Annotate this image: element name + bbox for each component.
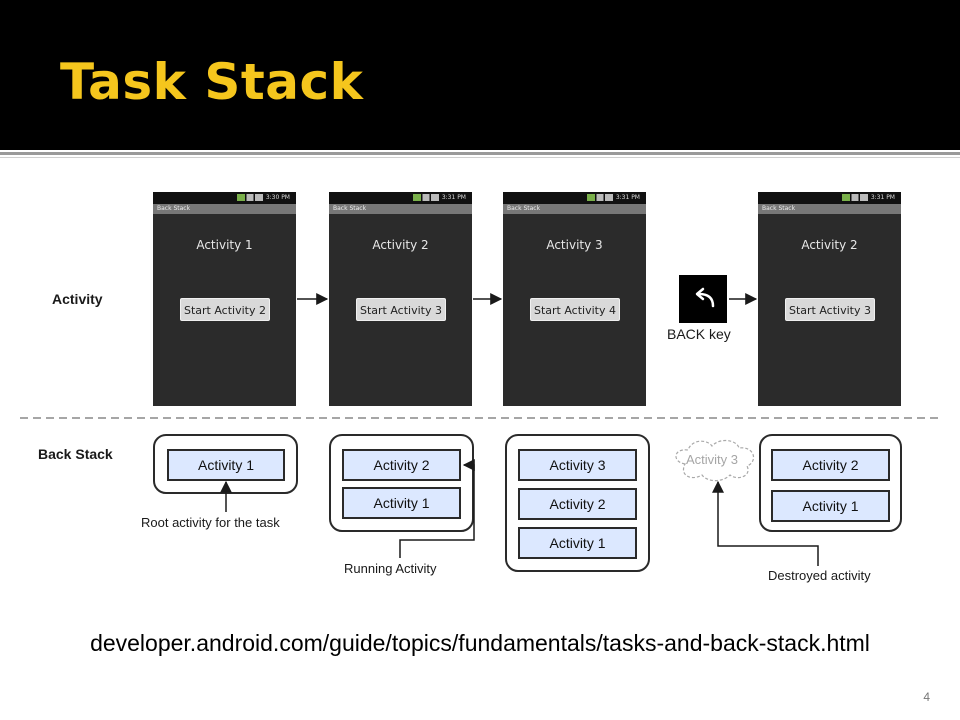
app-title-bar: Back Stack (329, 204, 472, 214)
back-stack-frame-2: Activity 2 Activity 1 (329, 434, 474, 532)
status-bar: 3:31 PM (758, 192, 901, 204)
back-stack-frame-3: Activity 3 Activity 2 Activity 1 (505, 434, 650, 572)
annotation-destroyed-activity: Destroyed activity (768, 568, 871, 583)
status-icons (412, 194, 439, 201)
annotation-root-activity: Root activity for the task (141, 515, 280, 530)
status-time: 3:31 PM (870, 194, 895, 201)
status-time: 3:30 PM (265, 194, 290, 201)
stack-item: Activity 3 (518, 449, 637, 481)
title-divider-thin (0, 157, 960, 158)
annotation-running-activity: Running Activity (344, 561, 437, 576)
row-label-activity: Activity (52, 291, 103, 307)
status-time: 3:31 PM (441, 194, 466, 201)
stack-item: Activity 2 (342, 449, 461, 481)
activity-heading: Activity 2 (801, 238, 858, 252)
back-arrow-icon (695, 287, 715, 308)
start-activity-button[interactable]: Start Activity 3 (785, 298, 875, 321)
stack-item: Activity 2 (771, 449, 890, 481)
activity-heading: Activity 3 (546, 238, 603, 252)
app-title-bar: Back Stack (503, 204, 646, 214)
app-title-bar: Back Stack (758, 204, 901, 214)
status-icons (841, 194, 868, 201)
back-stack-frame-1: Activity 1 (153, 434, 298, 494)
page-number: 4 (923, 690, 930, 704)
status-bar: 3:31 PM (503, 192, 646, 204)
phone-screen-3: 3:31 PM Back Stack Activity 3 Start Acti… (503, 192, 646, 406)
arrow-running-activity (399, 459, 475, 558)
arrow-destroyed-activity (712, 480, 819, 566)
back-key-label: BACK key (667, 326, 731, 342)
status-icons (586, 194, 613, 201)
destroyed-activity-cloud (675, 439, 755, 482)
status-bar: 3:31 PM (329, 192, 472, 204)
status-bar: 3:30 PM (153, 192, 296, 204)
stack-item: Activity 1 (342, 487, 461, 519)
source-link[interactable]: developer.android.com/guide/topics/funda… (90, 630, 870, 656)
activity-heading: Activity 1 (196, 238, 253, 252)
title-divider (0, 152, 960, 155)
destroyed-activity-label: Activity 3 (686, 452, 739, 467)
title-bar: Task Stack (0, 0, 960, 150)
activity-heading: Activity 2 (372, 238, 429, 252)
stack-item: Activity 1 (167, 449, 285, 481)
stack-item: Activity 1 (518, 527, 637, 559)
stack-item: Activity 2 (518, 488, 637, 520)
phone-screen-4: 3:31 PM Back Stack Activity 2 Start Acti… (758, 192, 901, 406)
start-activity-button[interactable]: Start Activity 4 (530, 298, 620, 321)
phone-screen-1: 3:30 PM Back Stack Activity 1 Start Acti… (153, 192, 296, 406)
status-icons (236, 194, 263, 201)
start-activity-button[interactable]: Start Activity 2 (180, 298, 270, 321)
status-time: 3:31 PM (615, 194, 640, 201)
app-title-bar: Back Stack (153, 204, 296, 214)
back-key[interactable] (679, 275, 727, 323)
start-activity-button[interactable]: Start Activity 3 (356, 298, 446, 321)
phone-screen-2: 3:31 PM Back Stack Activity 2 Start Acti… (329, 192, 472, 406)
slide-title: Task Stack (60, 53, 364, 111)
back-stack-frame-4: Activity 2 Activity 1 (759, 434, 902, 532)
row-label-back-stack: Back Stack (38, 446, 113, 462)
stack-item: Activity 1 (771, 490, 890, 522)
